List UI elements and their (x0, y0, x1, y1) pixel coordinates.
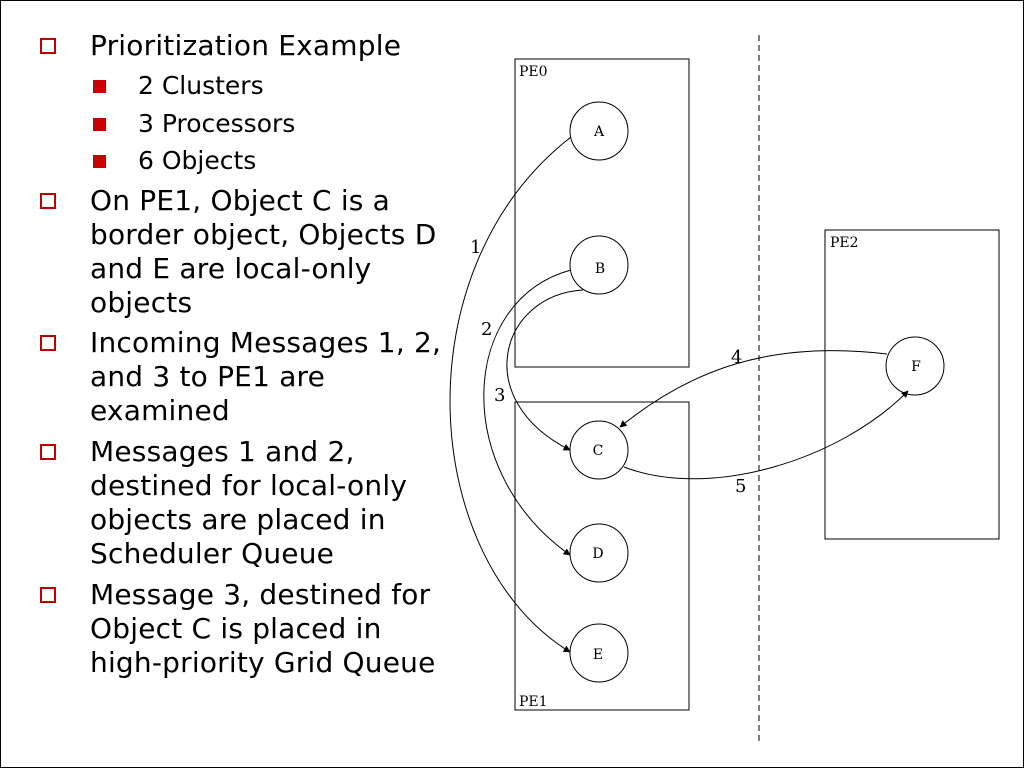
hollow-square-bullet-icon (40, 193, 56, 209)
hollow-square-bullet-icon (40, 38, 56, 54)
sub-bullet-clusters: 2 Clusters (138, 71, 264, 100)
pe2-label: PE2 (830, 235, 859, 251)
solid-square-bullet-icon (93, 118, 106, 131)
message-1-arrow (449, 136, 572, 653)
message-2-label: 2 (481, 319, 492, 340)
pe1-label: PE1 (519, 694, 548, 710)
message-5-label: 5 (735, 476, 746, 497)
object-f-node (885, 336, 945, 396)
object-b-node (569, 235, 629, 295)
bullet-5-text: Message 3, destined for Object C is plac… (90, 578, 436, 679)
object-e-node (569, 623, 629, 683)
object-e-label: E (593, 647, 603, 663)
object-c-label: C (593, 443, 604, 459)
sub-bullet-processors: 3 Processors (138, 109, 296, 138)
message-4-label: 4 (731, 347, 742, 368)
sub-bullet-objects: 6 Objects (138, 146, 257, 175)
pe2-box (824, 229, 1000, 540)
hollow-square-bullet-icon (40, 587, 56, 603)
bullet-3-text: Incoming Messages 1, 2, and 3 to PE1 are… (90, 326, 442, 427)
pe1-box (514, 401, 690, 711)
bullet-2-text: On PE1, Object C is a border object, Obj… (90, 184, 437, 319)
object-f-label: F (911, 359, 921, 375)
solid-square-bullet-icon (93, 80, 106, 93)
solid-square-bullet-icon (93, 155, 106, 168)
message-1-label: 1 (470, 237, 481, 258)
bullet-1-text: Prioritization Example (90, 29, 402, 62)
bullet-list: Prioritization Example 2 Clusters 3 Proc… (0, 0, 460, 768)
pe0-box (514, 58, 690, 368)
hollow-square-bullet-icon (40, 335, 56, 351)
object-a-node (569, 101, 629, 161)
message-5-arrow (623, 390, 909, 480)
bullet-4-text: Messages 1 and 2, destined for local-onl… (90, 435, 408, 570)
hollow-square-bullet-icon (40, 444, 56, 460)
message-3-label: 3 (494, 385, 505, 406)
message-4-arrow (619, 350, 888, 428)
object-b-label: B (595, 261, 605, 277)
pe0-label: PE0 (519, 64, 548, 80)
object-a-label: A (593, 124, 605, 140)
message-3-arrow (506, 289, 584, 451)
object-d-label: D (592, 546, 603, 562)
message-2-arrow (483, 269, 572, 556)
